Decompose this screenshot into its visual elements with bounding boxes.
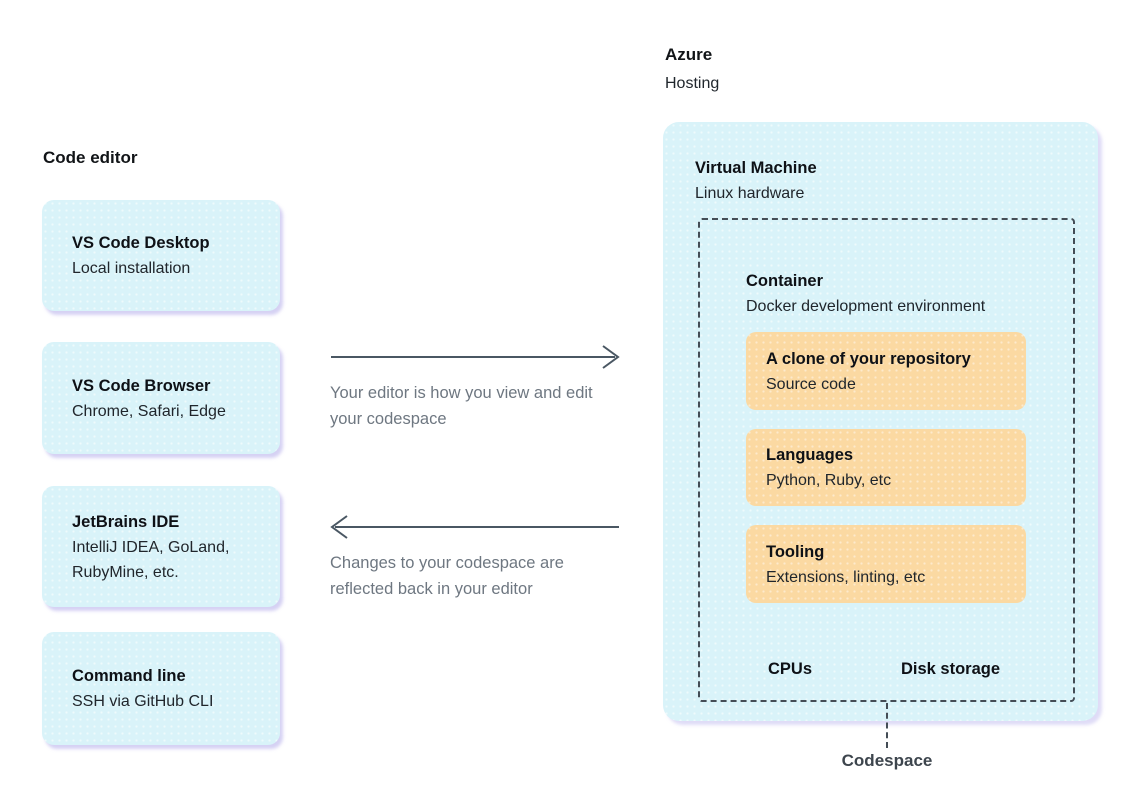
editor-card-vscode-desktop: VS Code Desktop Local installation <box>42 200 280 311</box>
container-title: Container <box>746 272 824 290</box>
arrow-left-icon <box>327 513 621 541</box>
card-subtitle: SSH via GitHub CLI <box>72 693 214 710</box>
editor-card-jetbrains-ide: JetBrains IDE IntelliJ IDEA, GoLand, Rub… <box>42 486 280 607</box>
vm-title: Virtual Machine <box>695 159 817 177</box>
container-item-languages: Languages Python, Ruby, etc <box>746 429 1026 506</box>
azure-subheading: Hosting <box>665 75 720 92</box>
arrow-right-caption: Your editor is how you view and edit you… <box>330 384 593 428</box>
card-subtitle: Python, Ruby, etc <box>766 472 892 489</box>
container-item-tooling: Tooling Extensions, linting, etc <box>746 525 1026 603</box>
container-item-repository: A clone of your repository Source code <box>746 332 1026 410</box>
cpus-label: CPUs <box>768 660 813 678</box>
codespace-boundary <box>698 218 1075 702</box>
arrow-right-icon <box>329 343 623 371</box>
editor-card-vscode-browser: VS Code Browser Chrome, Safari, Edge <box>42 342 280 454</box>
card-title: Command line <box>72 667 186 685</box>
disk-storage-label: Disk storage <box>901 660 1001 678</box>
codespace-connector-line <box>886 703 888 748</box>
editor-card-command-line: Command line SSH via GitHub CLI <box>42 632 280 745</box>
virtual-machine-panel <box>663 122 1098 721</box>
card-subtitle: Local installation <box>72 260 191 277</box>
card-title: VS Code Desktop <box>72 234 210 252</box>
container-subtitle: Docker development environment <box>746 298 986 315</box>
card-title: Languages <box>766 446 854 464</box>
card-subtitle: Extensions, linting, etc <box>766 568 926 586</box>
vm-subtitle: Linux hardware <box>695 185 805 202</box>
card-subtitle: IntelliJ IDEA, GoLand, RubyMine, etc. <box>72 538 230 581</box>
card-title: A clone of your repository <box>766 349 971 368</box>
card-title: JetBrains IDE <box>72 512 180 531</box>
card-subtitle: Source code <box>766 375 856 393</box>
azure-heading: Azure <box>665 45 713 64</box>
arrow-left-caption: Changes to your codespace are reflected … <box>330 554 564 598</box>
left-column-heading: Code editor <box>43 148 138 167</box>
codespace-label: Codespace <box>841 751 933 770</box>
card-subtitle: Chrome, Safari, Edge <box>72 402 226 420</box>
card-title: VS Code Browser <box>72 376 211 395</box>
card-title: Tooling <box>766 542 825 561</box>
